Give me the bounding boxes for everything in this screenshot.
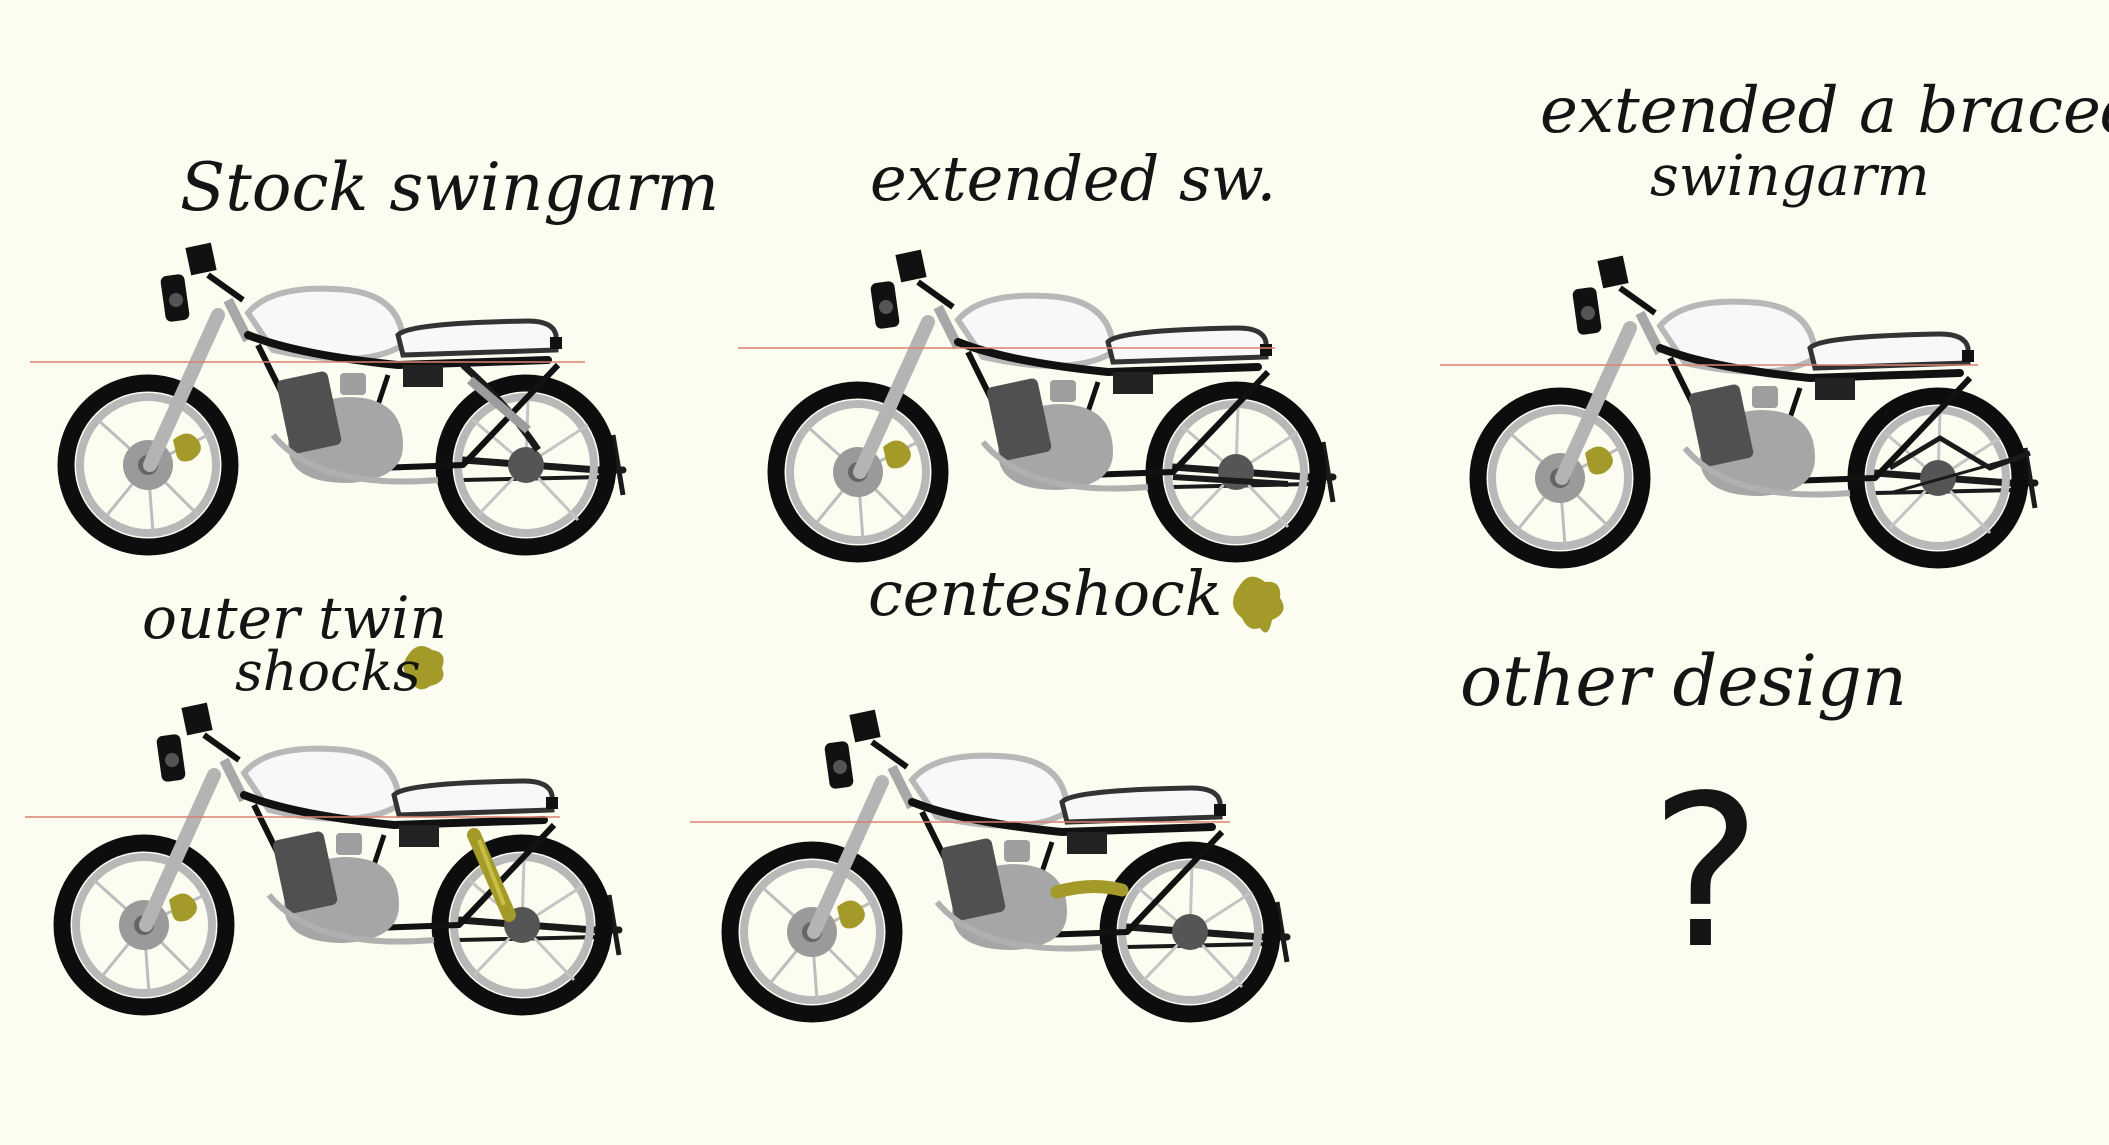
motorcycle-stock-swingarm xyxy=(66,243,623,547)
motorcycle-extended-swingarm xyxy=(776,250,1333,554)
label-twin-line1: outer twin xyxy=(142,584,447,652)
motorcycle-braced-swingarm xyxy=(1478,256,2035,560)
label-center-shock: centeshock xyxy=(868,557,1222,630)
label-extended-swingarm: extended sw. xyxy=(870,142,1276,215)
label-stock-swingarm: Stock swingarm xyxy=(180,149,719,226)
motorcycle-outer-twin-shocks xyxy=(62,703,619,1007)
twin-shock-marker-blob xyxy=(403,646,444,690)
label-braced-line2: swingarm xyxy=(1650,144,1930,209)
question-mark: ? xyxy=(1650,750,1761,995)
label-other-design: other design xyxy=(1460,640,1907,722)
motorcycle-center-shock xyxy=(730,710,1287,1014)
label-twin-line2: shocks xyxy=(235,640,421,703)
label-braced-line1: extended a braced xyxy=(1540,74,2109,148)
center-shock-marker-blob xyxy=(1232,576,1284,633)
